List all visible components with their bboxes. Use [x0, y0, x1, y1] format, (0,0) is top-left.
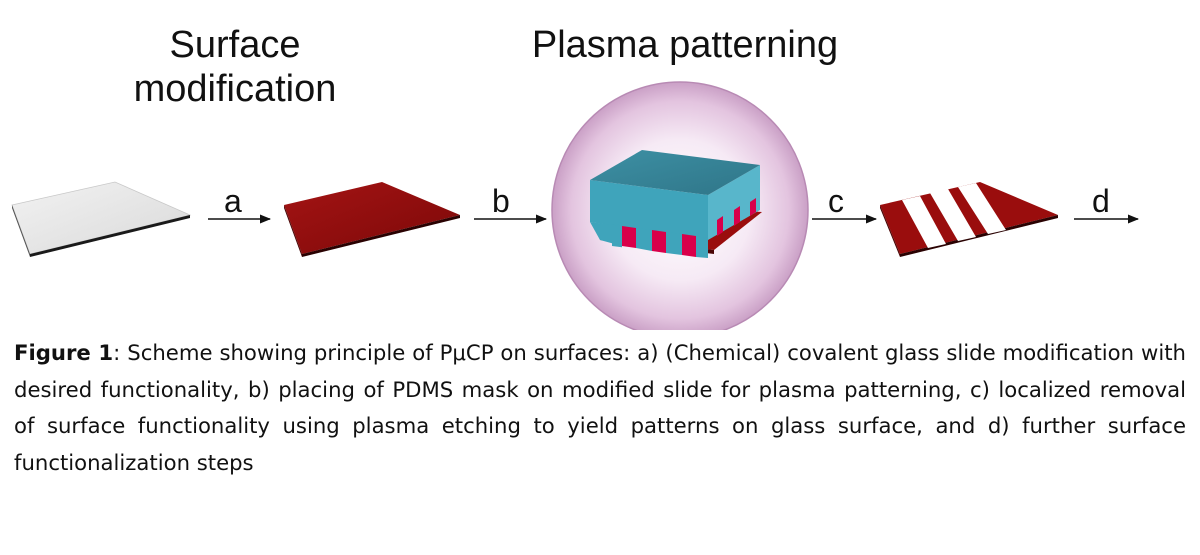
- modified-slide: [284, 182, 460, 257]
- surface-modification-heading: Surface modification: [133, 24, 337, 110]
- step-label-c: c: [828, 183, 844, 219]
- scheme-diagram: a b c: [11, 81, 1140, 330]
- pdms-mask-top: [590, 150, 760, 195]
- arrow-b: b: [474, 183, 548, 224]
- patterned-slide: [880, 182, 1058, 257]
- glass-slide: [11, 181, 192, 257]
- pattern-stripe: [902, 196, 946, 248]
- plasma-patterning-heading: Plasma patterning: [531, 24, 839, 66]
- figure-caption: Figure 1: Scheme showing principle of Pμ…: [14, 335, 1186, 481]
- pattern-stripe: [958, 183, 1006, 234]
- caption-text: : Scheme showing principle of PμCP on su…: [14, 340, 1186, 475]
- arrow-d: d: [1074, 183, 1140, 224]
- step-label-d: d: [1092, 183, 1110, 219]
- step-label-b: b: [492, 183, 510, 219]
- figure-label: Figure 1: [14, 340, 114, 365]
- pattern-stripe: [930, 189, 976, 241]
- arrow-c: c: [812, 183, 878, 224]
- step-label-a: a: [224, 183, 242, 219]
- arrow-a: a: [208, 183, 272, 224]
- plasma-chamber: [551, 81, 809, 330]
